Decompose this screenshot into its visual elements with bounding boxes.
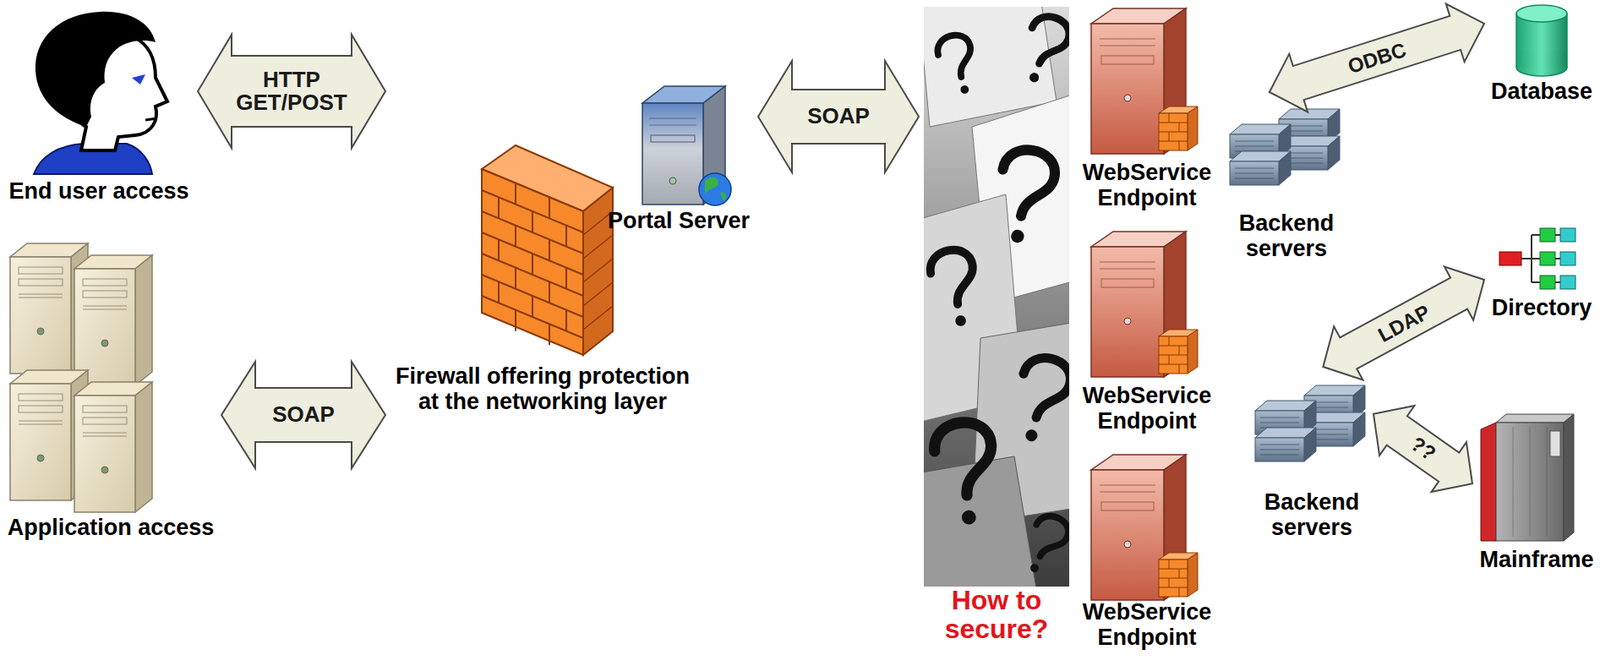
node-label: Portal Server: [604, 208, 754, 235]
question-panel-image: [927, 246, 983, 330]
person-icon: [33, 11, 168, 175]
question-panel-image: [1017, 510, 1070, 579]
database-icon: [1517, 50, 1567, 68]
question-panel-image: [1007, 352, 1070, 448]
double-arrow: [1269, 4, 1485, 113]
node-label: Mainframe: [1477, 547, 1596, 574]
mainframe-icon: [1496, 422, 1564, 541]
node-label: WebService Endpoint: [1079, 600, 1215, 650]
firewall: Firewall offering protection at the netw…: [390, 142, 695, 415]
directory-icon: [1521, 234, 1540, 283]
mainframe-icon: [1563, 414, 1574, 541]
node-label: End user access: [5, 179, 193, 205]
question-panel-image: [1015, 11, 1070, 89]
double-arrow: [197, 34, 386, 148]
directory-icon: [1560, 251, 1576, 266]
portal-server-icon: [720, 192, 727, 202]
portal-server: Portal Server: [604, 81, 754, 235]
webservice-servers-icons: [1091, 231, 1198, 377]
node-label: Backend servers: [1255, 490, 1369, 541]
node-label: Backend servers: [1229, 211, 1344, 262]
person-icon: [131, 74, 146, 85]
mainframe-icon: [1480, 422, 1497, 541]
mainframe-icon: [1550, 431, 1561, 457]
directory-icon: [1499, 251, 1522, 266]
backend-servers-icon: [1255, 385, 1366, 462]
directory: Directory: [1489, 218, 1595, 322]
firewall-icon: [498, 183, 567, 346]
node-label: WebService Endpoint: [1079, 160, 1215, 211]
database: Database: [1489, 3, 1595, 105]
question-panel-image: [990, 146, 1059, 248]
backend-servers: Backend servers: [1255, 371, 1369, 541]
question-panel-image: [923, 456, 1040, 587]
portal-server-icon: [650, 135, 695, 142]
firewall-icon: [481, 169, 584, 355]
mainframe-icon: [1496, 414, 1574, 423]
person-icon: [35, 11, 156, 127]
application-servers-icon: [10, 243, 153, 513]
mainframe-icon: [1512, 426, 1547, 537]
double-arrow: [1322, 267, 1485, 381]
backend-servers-icon: [1229, 109, 1340, 186]
mainframe-icon: [1480, 414, 1574, 541]
edge-label: LDAP: [1365, 295, 1442, 351]
directory-icon: [1539, 251, 1556, 266]
mainframe: Mainframe: [1477, 410, 1596, 574]
double-arrow: [758, 60, 919, 173]
webservice-servers-icons: [1091, 454, 1198, 601]
question-panel-image: [932, 420, 998, 527]
webservice-servers-icons: [1091, 8, 1198, 601]
node-label: Firewall offering protection at the netw…: [390, 364, 695, 415]
portal-server-icon: [669, 177, 677, 185]
user-actor: End user access: [5, 10, 193, 205]
portal-server-icon: [704, 177, 719, 195]
firewall-icon: [481, 145, 613, 355]
application-servers: Application access: [5, 234, 217, 541]
portal-server-icon: [649, 118, 697, 126]
question-panel: How to secure?: [923, 6, 1070, 644]
edge-label: SOAP: [261, 403, 346, 426]
database-icon: [1516, 5, 1568, 22]
backend-servers-icon: [1229, 151, 1291, 186]
directory-icon: [1560, 275, 1576, 290]
node-label: WebService Endpoint: [1079, 383, 1215, 434]
webservice-endpoint: WebService Endpoint: [1079, 5, 1215, 211]
node-label: Database: [1489, 79, 1595, 105]
person-icon: [145, 118, 158, 121]
edge-label: SOAP: [796, 104, 881, 128]
portal-server-icon: [698, 173, 732, 206]
edge-label: HTTP GET/POST: [228, 68, 355, 115]
node-label: How to secure?: [923, 586, 1070, 644]
portal-server-icon: [642, 103, 704, 205]
database-icon: [1516, 5, 1568, 77]
application-servers-icon: [74, 382, 153, 513]
webservice-servers-icons: [1091, 8, 1198, 154]
backend-servers: Backend servers: [1229, 97, 1344, 262]
directory-icon: [1555, 234, 1561, 283]
webservice-endpoint: WebService Endpoint: [1079, 228, 1215, 434]
directory-icon: [1539, 275, 1556, 290]
node-label: Application access: [5, 515, 217, 541]
backend-servers-icon: [1255, 427, 1317, 462]
webservice-endpoint: WebService Endpoint: [1079, 451, 1215, 650]
application-servers-icon: [74, 255, 153, 386]
directory-icon: [1539, 228, 1556, 242]
directory-icon: [1560, 228, 1576, 242]
question-panel-image: [933, 31, 982, 98]
double-arrow: [1373, 405, 1473, 492]
double-arrow: [221, 361, 386, 469]
directory-icon: [1499, 228, 1576, 290]
question-panel-image: [923, 6, 1070, 587]
edge-label: ODBC: [1337, 36, 1416, 80]
portal-server-icon: [642, 86, 732, 206]
node-label: Directory: [1489, 295, 1595, 322]
edge-label: ??: [1396, 425, 1451, 472]
